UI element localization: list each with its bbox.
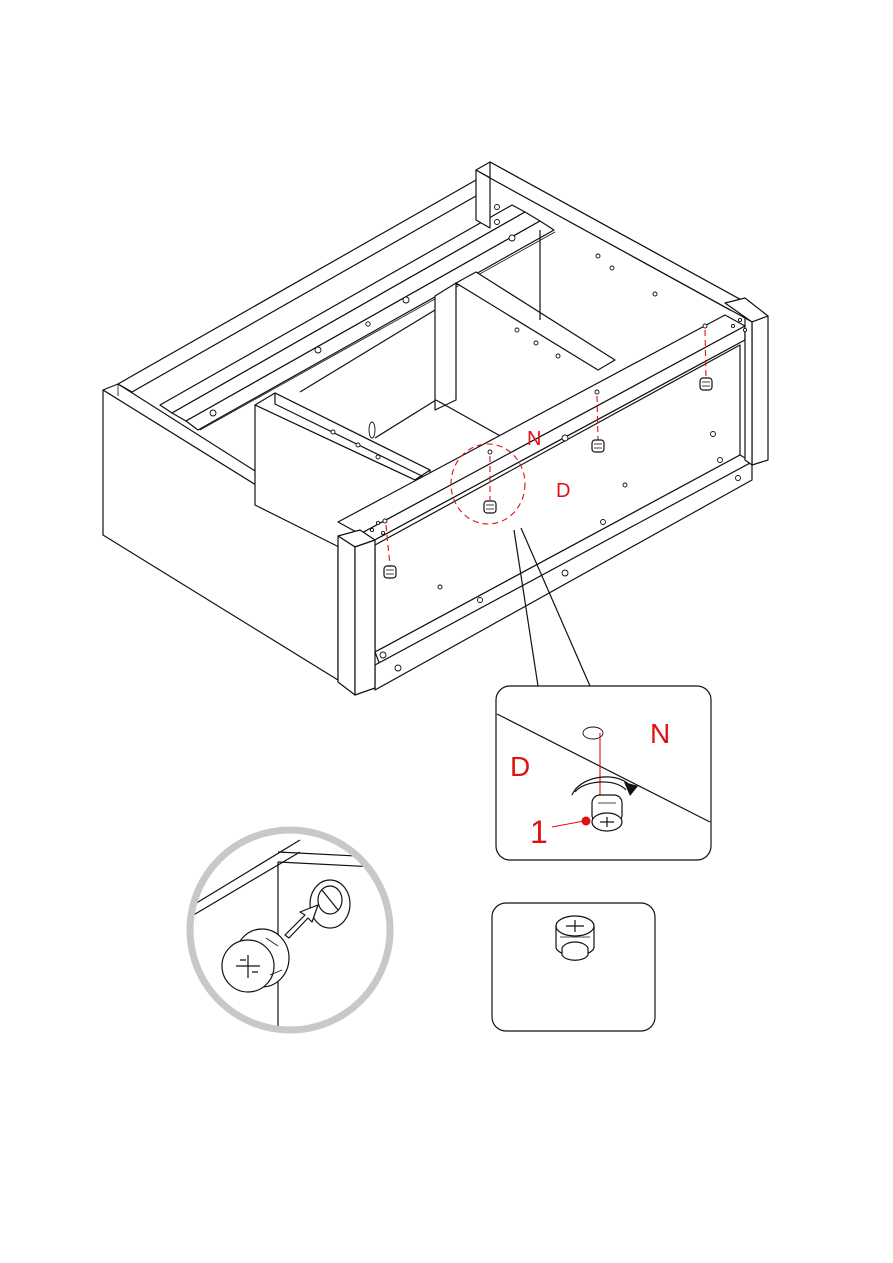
cabinet-assembly: N D xyxy=(103,162,768,695)
cam-lock-fitting-icon xyxy=(310,880,350,928)
part-box-cam-fitting xyxy=(492,903,655,1031)
detail-d-label: D xyxy=(510,751,530,782)
panel-d-label: D xyxy=(556,480,570,502)
detail-box-rotate: N D 1 xyxy=(496,686,711,860)
panel-n-label: N xyxy=(527,428,541,450)
detail-n-label: N xyxy=(650,718,670,749)
magnifier-insert-detail xyxy=(185,825,395,1040)
cam-lock-fitting-icon xyxy=(592,795,622,831)
part-number-label: 1 xyxy=(530,814,548,850)
